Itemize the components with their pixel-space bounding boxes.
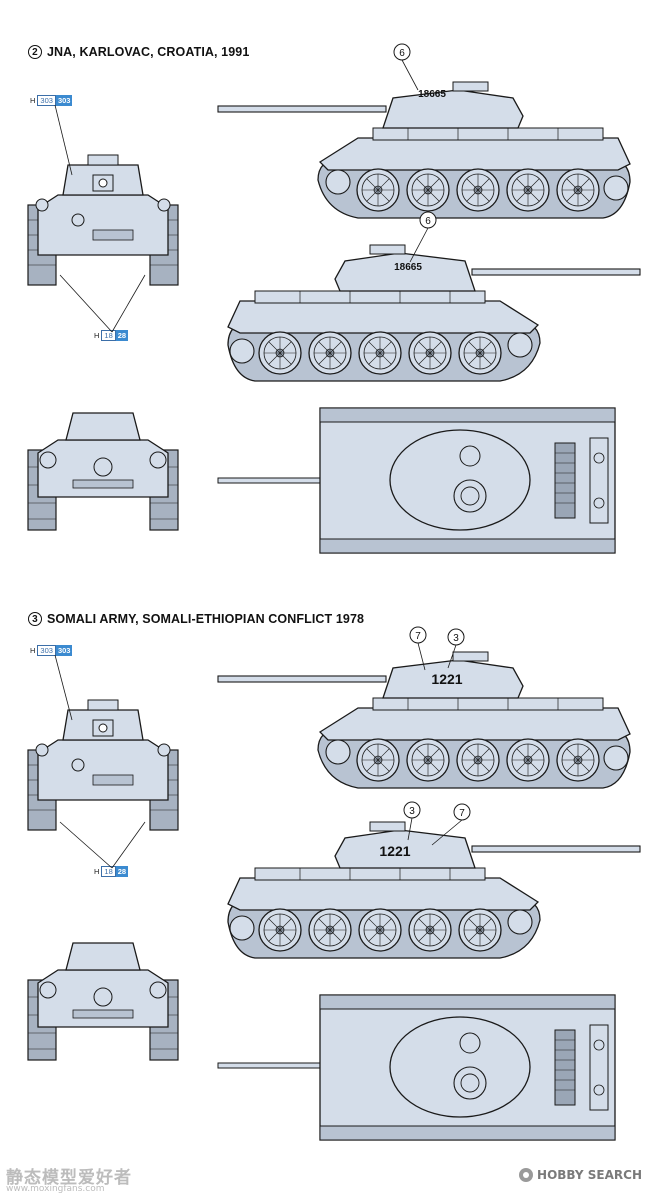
- tank-side-view-right: [228, 822, 640, 958]
- watermark-right-text: HOBBY SEARCH: [537, 1168, 642, 1182]
- decal-callout-number: 7: [415, 631, 421, 642]
- watermark-left-url: www.moxingfans.com: [6, 1184, 105, 1194]
- tank-front-view: [27, 154, 179, 286]
- decal-callout-number: 6: [425, 216, 431, 227]
- paint-chip-icon: 303: [55, 645, 73, 656]
- hull-number-marking: 1221: [379, 843, 410, 859]
- watermark-right: HOBBY SEARCH: [519, 1168, 642, 1182]
- hull-number-marking: 18665: [394, 262, 422, 273]
- circled-number-icon: 2: [28, 45, 42, 59]
- paint-chip-icon: 303: [55, 95, 73, 106]
- paint-code-top-2: H 303 303: [30, 645, 73, 656]
- hobbysearch-logo-icon: [519, 1168, 534, 1182]
- hull-number-marking: 18665: [418, 89, 446, 100]
- paint-code-top-1: H 303 303: [30, 95, 73, 106]
- tank-side-view-left: [218, 652, 630, 788]
- tank-side-view-right: [228, 245, 640, 381]
- scheme-2-title: 2 JNA, KARLOVAC, CROATIA, 1991: [28, 45, 249, 59]
- tank-top-view: [319, 994, 616, 1141]
- paint-chip-icon: 28: [115, 330, 129, 341]
- scheme-3-title: 3 SOMALI ARMY, SOMALI-ETHIOPIAN CONFLICT…: [28, 612, 364, 626]
- scheme-3-label: SOMALI ARMY, SOMALI-ETHIOPIAN CONFLICT 1…: [47, 612, 365, 626]
- circled-number-icon: 3: [28, 612, 42, 626]
- tank-rear-view: [27, 412, 179, 531]
- paint-code-bottom-1: H 18 28: [94, 330, 129, 341]
- tank-side-view-left: [218, 82, 630, 218]
- decal-callout-number: 3: [453, 633, 459, 644]
- decal-callout-number: 7: [459, 808, 465, 819]
- paint-code-bottom-2: H 18 28: [94, 866, 129, 877]
- watermark-left: 静态模型爱好者: [6, 1168, 132, 1188]
- scheme-2-label: JNA, KARLOVAC, CROATIA, 1991: [47, 45, 250, 59]
- tank-front-view: [27, 699, 179, 831]
- tank-rear-view: [27, 942, 179, 1061]
- hull-number-marking: 1221: [431, 671, 462, 687]
- decal-callout-number: 6: [399, 48, 405, 59]
- decal-callout-number: 3: [409, 806, 415, 817]
- paint-chip-icon: 28: [115, 866, 129, 877]
- tank-top-view: [319, 407, 616, 554]
